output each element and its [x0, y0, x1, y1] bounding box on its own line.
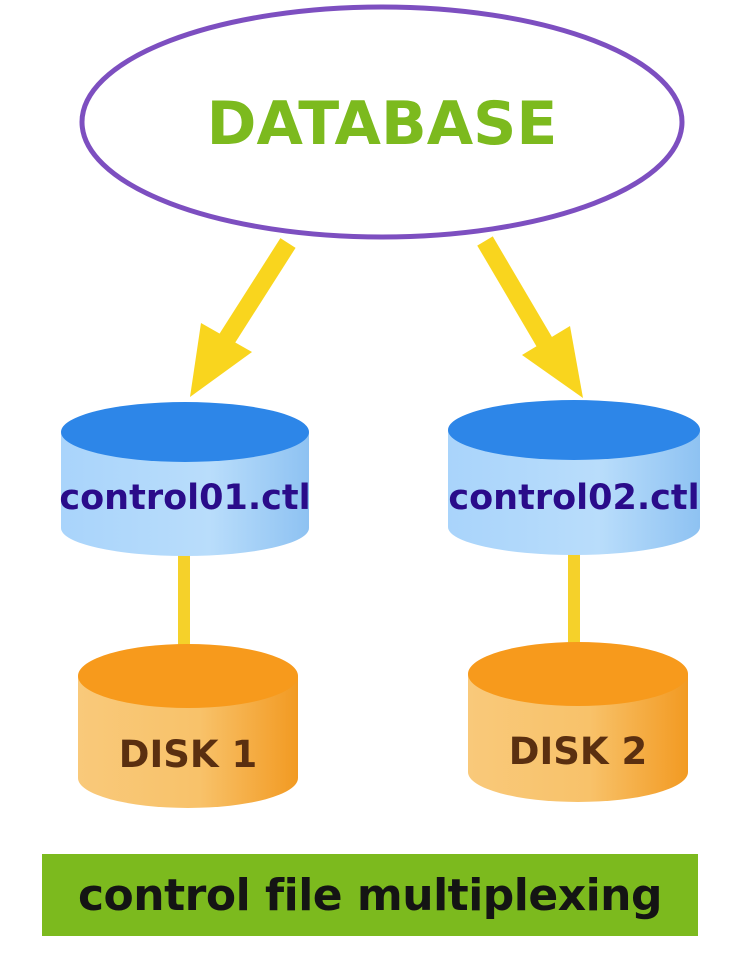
caption-text: control file multiplexing [77, 869, 663, 921]
connector-control02-disk2 [568, 550, 580, 646]
database-label: DATABASE [207, 89, 558, 159]
database-ellipse [79, 4, 685, 240]
connector-control01-disk1 [178, 550, 190, 646]
caption-banner: control file multiplexing [42, 854, 698, 936]
disk-1: DISK 1 [78, 644, 298, 808]
control-file-01: control01.ctl [59, 402, 311, 556]
arrow-to-control02 [477, 236, 583, 398]
control-file-02: control02.ctl [448, 400, 700, 555]
disk-1-label: DISK 1 [119, 733, 257, 776]
control-file-01-label: control01.ctl [59, 478, 310, 518]
disk-2: DISK 2 [468, 642, 688, 802]
control-file-02-label: control02.ctl [448, 478, 699, 518]
disk-2-label: DISK 2 [509, 730, 647, 773]
arrow-to-control01 [190, 238, 296, 397]
